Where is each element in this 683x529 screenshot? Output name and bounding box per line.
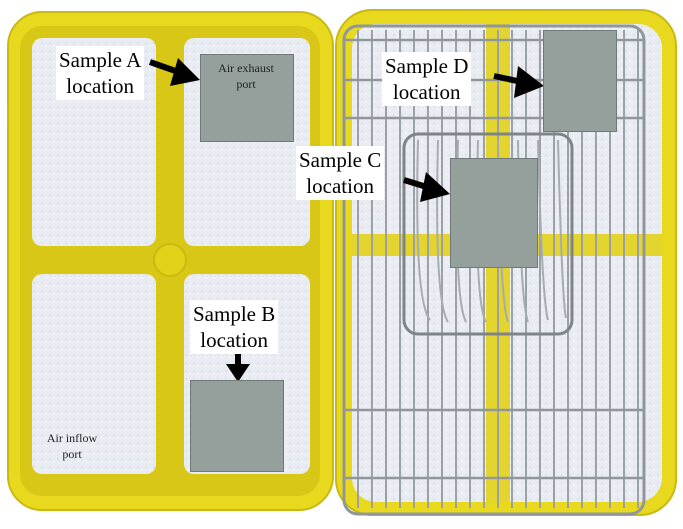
sample-c-label: Sample C location xyxy=(296,146,385,200)
air-exhaust-line2: port xyxy=(236,77,256,91)
sample-c-line2: location xyxy=(306,174,374,198)
sample-d-box xyxy=(543,30,617,132)
sample-a-line1: Sample A xyxy=(59,48,142,72)
air-inflow-label: Air inflow port xyxy=(30,430,114,462)
air-inflow-line1: Air inflow xyxy=(46,431,98,445)
sample-b-box xyxy=(190,380,284,472)
sample-b-line2: location xyxy=(200,328,268,352)
air-inflow-line2: port xyxy=(62,447,82,461)
sample-a-label: Sample A location xyxy=(56,46,145,100)
sample-d-label: Sample D location xyxy=(382,52,472,106)
air-exhaust-label: Air exhaust port xyxy=(200,60,292,92)
sample-a-box xyxy=(200,54,294,142)
sample-c-box xyxy=(450,158,538,268)
wire-rack xyxy=(357,30,639,508)
sample-a-line2: location xyxy=(66,74,134,98)
arrows xyxy=(149,58,544,382)
sample-b-label: Sample B location xyxy=(190,300,279,354)
sample-b-line1: Sample B xyxy=(193,302,276,326)
sample-c-line1: Sample C xyxy=(299,148,382,172)
filter-pane-bottom-left xyxy=(32,274,156,474)
sample-d-line2: location xyxy=(392,80,461,104)
air-exhaust-line1: Air exhaust xyxy=(218,61,274,75)
sample-d-line1: Sample D xyxy=(385,54,469,78)
